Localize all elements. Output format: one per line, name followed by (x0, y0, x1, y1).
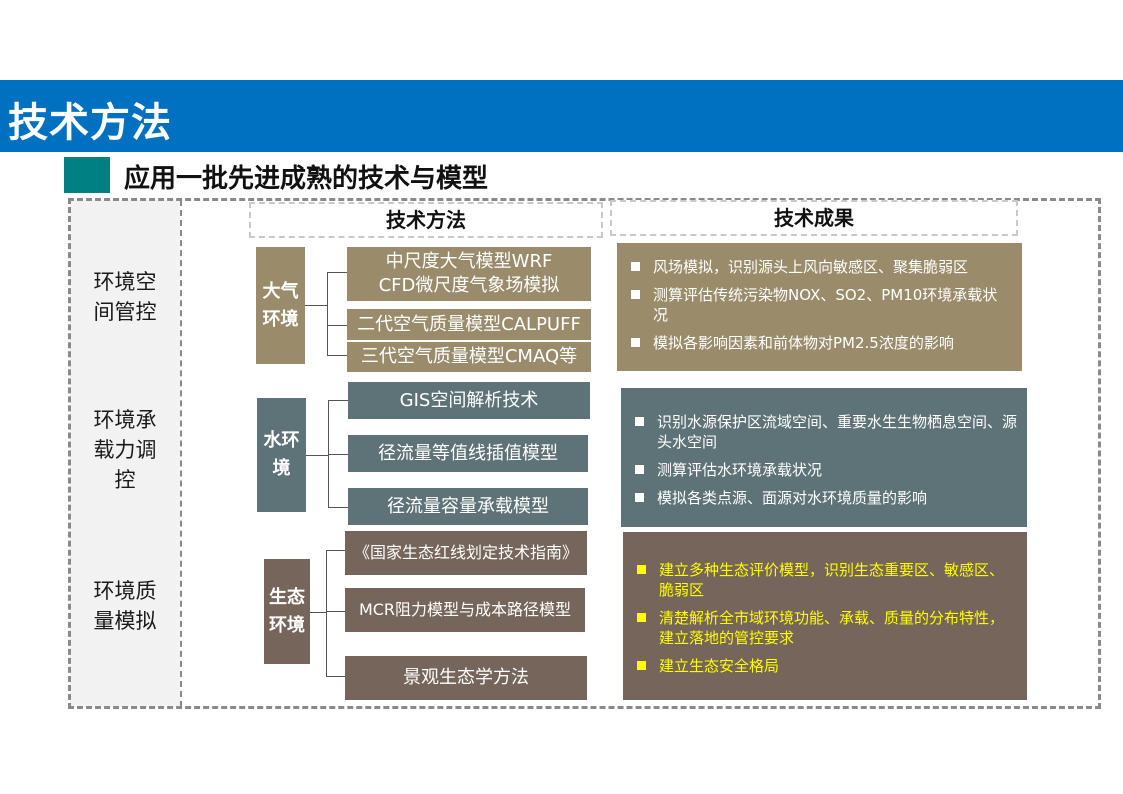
bullet-icon (637, 565, 646, 574)
result-item: 模拟各类点源、面源对水环境质量的影响 (635, 488, 1017, 508)
method-text: CFD微尺度气象场模拟 (378, 275, 560, 296)
header-result: 技术成果 (610, 200, 1018, 236)
category-quality-simulation: 环境质量模拟 (70, 576, 180, 636)
eco-results: 建立多种生态评价模型，识别生态重要区、敏感区、脆弱区 清楚解析全市域环境功能、承… (623, 532, 1027, 700)
air-env-label: 大气环境 (256, 247, 305, 364)
method-box-capacity: 径流量容量承载模型 (348, 488, 588, 525)
category-column (70, 200, 180, 707)
result-item: 模拟各影响因素和前体物对PM2.5浓度的影响 (631, 333, 1012, 353)
connector (327, 325, 347, 326)
result-text: 测算评估水环境承载状况 (657, 461, 823, 479)
result-item: 测算评估传统污染物NOX、SO2、PM10环境承载状况 (631, 285, 1012, 325)
column-divider (180, 200, 182, 707)
result-text: 建立生态安全格局 (659, 657, 780, 675)
subtitle: 应用一批先进成熟的技术与模型 (124, 164, 489, 194)
header-method: 技术方法 (249, 202, 603, 238)
connector (328, 454, 348, 455)
page-title: 技术方法 (8, 100, 172, 146)
result-text: 建立多种生态评价模型，识别生态重要区、敏感区、脆弱区 (659, 561, 1005, 599)
water-results: 识别水源保护区流域空间、重要水生生物栖息空间、源头水空间 测算评估水环境承载状况… (621, 388, 1027, 527)
connector (306, 455, 328, 456)
method-text: 《国家生态红线划定技术指南》 (353, 543, 578, 562)
air-results: 风场模拟，识别源头上风向敏感区、聚集脆弱区 测算评估传统污染物NOX、SO2、P… (617, 243, 1022, 371)
result-item: 建立生态安全格局 (637, 656, 1017, 676)
method-box-mcr: MCR阻力模型与成本路径模型 (345, 588, 585, 632)
result-text: 清楚解析全市域环境功能、承载、质量的分布特性，建立落地的管控要求 (659, 609, 1005, 647)
result-text: 模拟各影响因素和前体物对PM2.5浓度的影响 (653, 334, 954, 352)
subtitle-marker (64, 157, 110, 193)
bullet-icon (637, 613, 646, 622)
content-frame (68, 198, 1101, 709)
connector (310, 612, 326, 613)
method-box-cmaq: 三代空气质量模型CMAQ等 (347, 342, 591, 372)
water-env-label: 水环境 (257, 398, 306, 512)
title-bar: 技术方法 (0, 80, 1123, 152)
method-box-isoline: 径流量等值线插值模型 (348, 435, 588, 472)
bullet-icon (635, 417, 644, 426)
category-spatial-control: 环境空间管控 (70, 267, 180, 327)
result-text: 识别水源保护区流域空间、重要水生生物栖息空间、源头水空间 (657, 413, 1018, 451)
result-item: 测算评估水环境承载状况 (635, 460, 1017, 480)
connector (326, 611, 345, 612)
result-item: 清楚解析全市域环境功能、承载、质量的分布特性，建立落地的管控要求 (637, 608, 1017, 648)
method-box-redline-guide: 《国家生态红线划定技术指南》 (345, 531, 587, 575)
category-label: 环境承载力调控 (93, 408, 157, 492)
bracket (326, 550, 345, 677)
method-text: MCR阻力模型与成本路径模型 (358, 600, 572, 619)
env-label-text: 生态环境 (269, 586, 305, 636)
method-text: 径流量等值线插值模型 (378, 442, 558, 464)
bullet-icon (631, 262, 640, 271)
bullet-icon (631, 290, 640, 299)
method-box-landscape: 景观生态学方法 (345, 656, 587, 700)
result-item: 风场模拟，识别源头上风向敏感区、聚集脆弱区 (631, 257, 1012, 277)
method-box-gis: GIS空间解析技术 (348, 382, 590, 419)
category-label: 环境质量模拟 (93, 579, 157, 633)
env-label-text: 大气环境 (262, 280, 299, 330)
result-item: 识别水源保护区流域空间、重要水生生物栖息空间、源头水空间 (635, 412, 1017, 452)
result-text: 模拟各类点源、面源对水环境质量的影响 (657, 489, 928, 507)
method-text: 景观生态学方法 (403, 667, 529, 688)
method-text: 三代空气质量模型CMAQ等 (360, 346, 578, 367)
bullet-icon (635, 465, 644, 474)
connector (305, 305, 327, 306)
env-label-text: 水环境 (263, 430, 300, 479)
method-text: 径流量容量承载模型 (387, 495, 549, 517)
method-text: 中尺度大气模型WRF (385, 251, 553, 272)
method-box-wrf-cfd: 中尺度大气模型WRF CFD微尺度气象场模拟 (347, 247, 591, 301)
bracket (327, 272, 347, 356)
method-text: 二代空气质量模型CALPUFF (357, 313, 581, 335)
result-item: 建立多种生态评价模型，识别生态重要区、敏感区、脆弱区 (637, 560, 1017, 600)
method-text: GIS空间解析技术 (399, 389, 539, 411)
category-label: 环境空间管控 (93, 270, 157, 324)
bullet-icon (635, 493, 644, 502)
category-capacity-control: 环境承载力调控 (70, 405, 180, 495)
method-box-calpuff: 二代空气质量模型CALPUFF (347, 309, 591, 340)
bullet-icon (637, 661, 646, 670)
result-text: 测算评估传统污染物NOX、SO2、PM10环境承载状况 (653, 286, 998, 324)
eco-env-label: 生态环境 (264, 559, 310, 664)
bullet-icon (631, 338, 640, 347)
result-text: 风场模拟，识别源头上风向敏感区、聚集脆弱区 (653, 258, 969, 276)
